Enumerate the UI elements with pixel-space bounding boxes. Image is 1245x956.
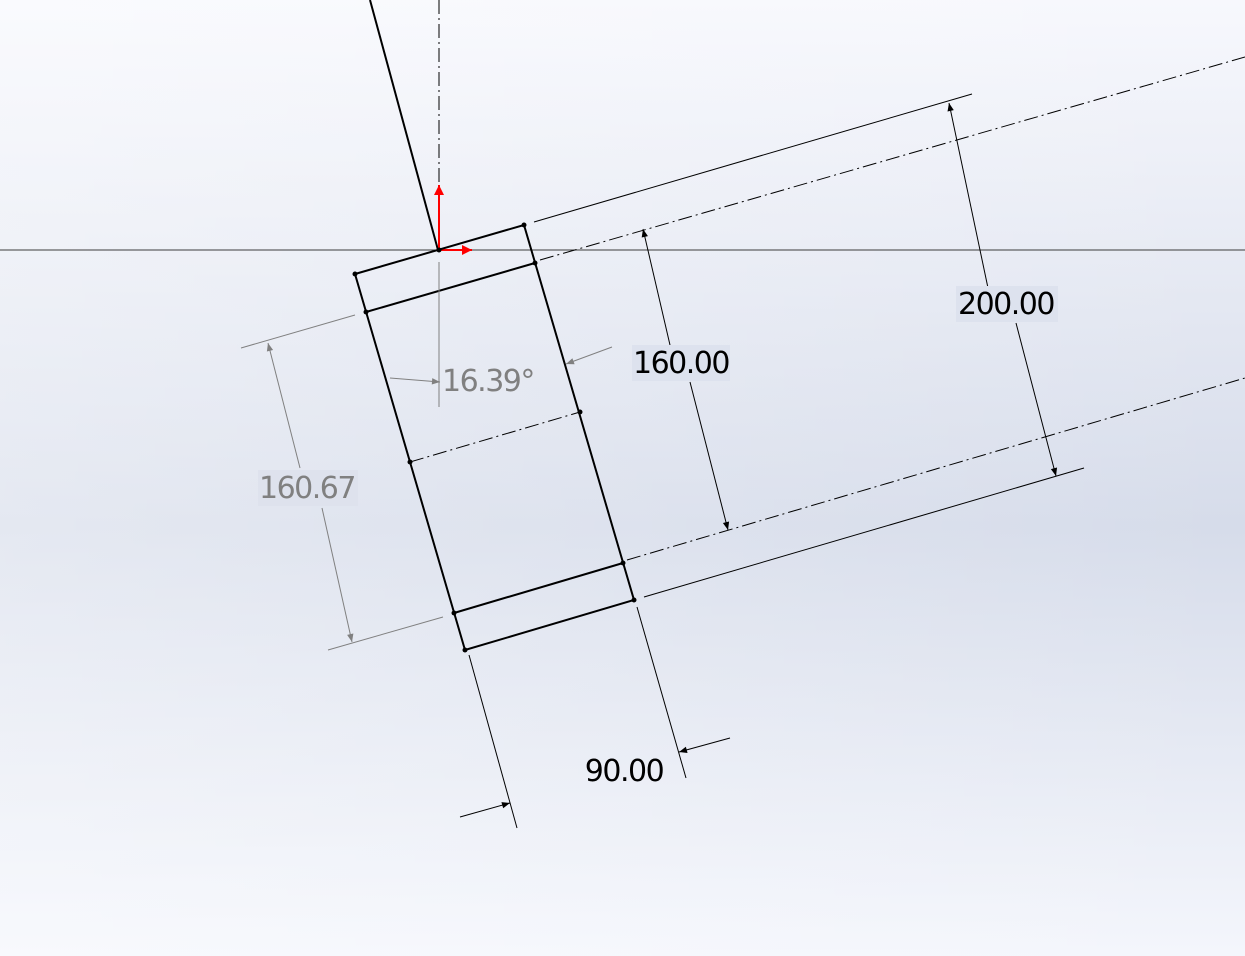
sketch-point (521, 222, 527, 228)
dim-text-mask (632, 345, 730, 381)
dimension-line (321, 507, 354, 643)
angle-dimension-arrow (389, 377, 441, 385)
extension-line (327, 616, 444, 651)
sketch-point (451, 610, 457, 616)
inner-top-line[interactable] (365, 262, 536, 313)
dimension-angle-driven[interactable]: 16.39° (442, 364, 535, 399)
dimension-line (266, 342, 301, 469)
dimension-line (641, 228, 671, 346)
inner-bottom-line[interactable] (453, 562, 624, 614)
sketch-point (363, 309, 369, 315)
extension-line (468, 654, 518, 829)
sketch-point (352, 271, 358, 277)
sketch-point (462, 647, 468, 653)
upper-centerline[interactable] (539, 56, 1245, 261)
angle-dimension-arrow (565, 346, 613, 365)
dim-text-mask (258, 470, 358, 506)
sketch-points[interactable] (352, 222, 637, 653)
sketch-point (631, 597, 637, 603)
sketch-point (577, 409, 583, 415)
origin-point (436, 247, 442, 253)
dimension-line (678, 737, 731, 753)
sketch-point (532, 260, 538, 266)
dimension-200[interactable]: 200.00 (958, 287, 1056, 322)
dimension-line (947, 102, 989, 289)
mid-centerline[interactable] (409, 411, 581, 463)
extension-line (533, 93, 973, 223)
extension-line (643, 467, 1085, 598)
extension-line (636, 606, 687, 779)
dimension-160-67-driven[interactable]: 160.67 (259, 471, 356, 506)
dimension-line (689, 381, 730, 531)
dimension-160[interactable]: 160.00 (633, 346, 731, 381)
lower-centerline[interactable] (626, 377, 1245, 561)
dimension-line (1015, 322, 1058, 477)
dimension-line (459, 802, 511, 818)
dim-text-mask (956, 286, 1058, 322)
dimension-90[interactable]: 90.00 (585, 754, 665, 789)
sketch-point (407, 459, 413, 465)
extension-line (240, 314, 356, 349)
angled-construction-line[interactable] (369, 0, 439, 251)
sketch-point (620, 560, 626, 566)
